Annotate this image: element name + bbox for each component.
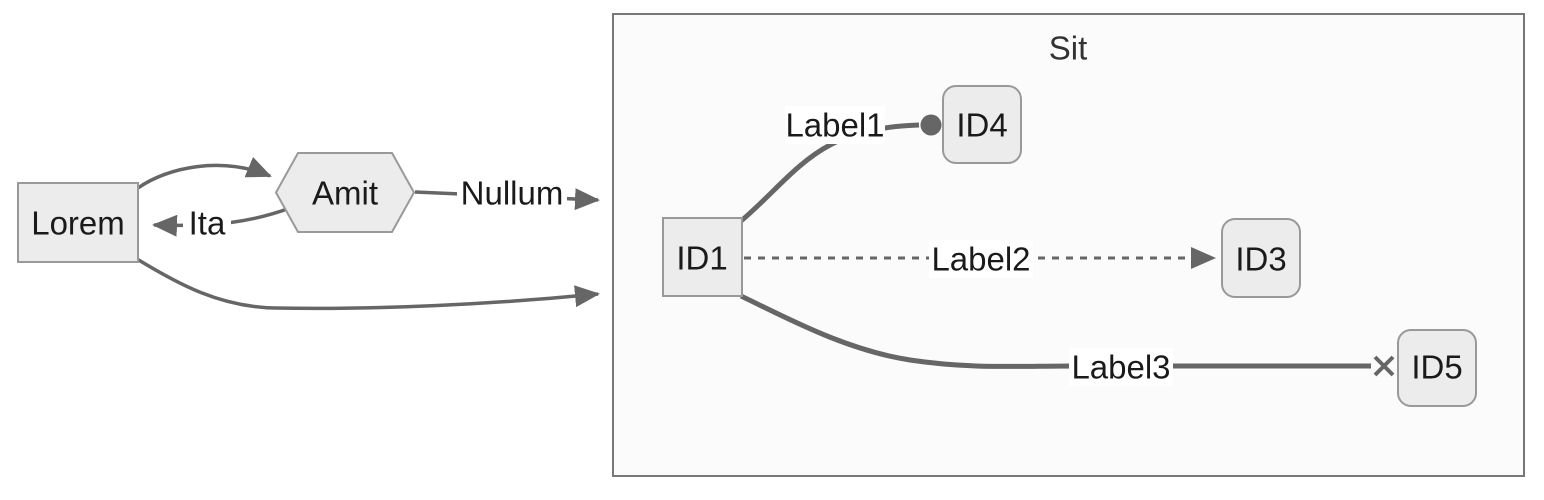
edge-lorem-to-amit [136, 157, 272, 190]
node-id4-shape [942, 85, 1022, 164]
node-id1-shape [662, 217, 743, 297]
node-amit: Amit [274, 152, 416, 233]
node-id5-shape [1397, 329, 1477, 407]
node-id1-label: ID1 [676, 240, 727, 277]
subgraph-sit-title: Sit [1049, 30, 1088, 67]
node-id3: ID3 [1221, 218, 1301, 298]
edge-label-label3-bg [1069, 348, 1173, 386]
subgraph-sit-border [612, 13, 1525, 477]
subgraph-sit: Sit [612, 13, 1525, 477]
node-id1: ID1 [662, 217, 743, 297]
node-id5: ID5 [1397, 329, 1477, 407]
edge-lorem-to-amit-path [136, 157, 272, 190]
edge-label-label1-bg [785, 106, 885, 144]
edge-label-nullum: Nullum [461, 175, 564, 212]
cross-arrowhead-icon [1373, 355, 1395, 377]
node-lorem-label: Lorem [31, 205, 125, 242]
edge-label-ita: Ita [189, 205, 226, 242]
edge-id1-to-id4-label1 [739, 114, 942, 223]
edge-label-nullum-bg [457, 174, 567, 212]
node-amit-shape [274, 152, 416, 233]
edge-id1-to-id5-path [739, 293, 1371, 369]
edge-id1-to-id5-label3 [739, 293, 1395, 377]
node-id4: ID4 [942, 85, 1022, 164]
node-id3-label: ID3 [1235, 241, 1286, 278]
edge-lorem-to-sit [136, 257, 600, 311]
node-amit-label: Amit [312, 175, 378, 212]
edge-id1-to-id4-path [739, 122, 920, 223]
node-id5-label: ID5 [1411, 349, 1462, 386]
edge-label-ita-bg [183, 203, 231, 241]
edge-label-label3: Label3 [1071, 349, 1170, 386]
edge-lorem-to-sit-path [136, 257, 600, 311]
edge-label-label2: Label2 [931, 241, 1030, 278]
node-lorem-shape [17, 182, 139, 263]
edge-label-label2-bg [929, 240, 1033, 278]
node-id4-label: ID4 [956, 107, 1007, 144]
node-lorem: Lorem [17, 182, 139, 263]
edge-label-label1: Label1 [785, 107, 884, 144]
circle-arrowhead-icon [920, 114, 942, 136]
node-id3-shape [1221, 218, 1301, 298]
